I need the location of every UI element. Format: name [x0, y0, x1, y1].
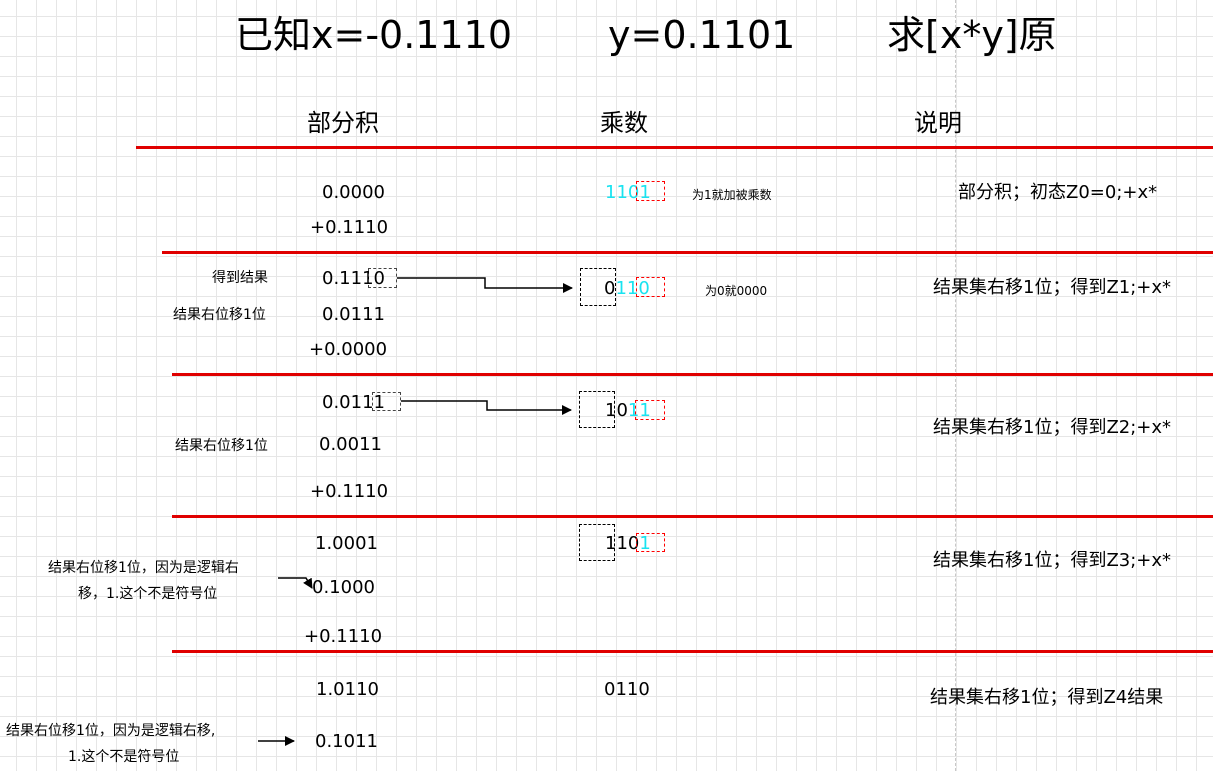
partial-product-value: 0.1000 [312, 577, 375, 598]
pointer-arrow [278, 577, 313, 589]
partial-product-value: 1.0001 [315, 533, 378, 554]
multiplier-digits: 110 [605, 182, 640, 203]
title-known: 已知x=-0.1110 [235, 13, 513, 57]
step-explanation: 结果集右移1位；得到Z1;+x* [933, 277, 1172, 298]
rule-note: 为0就0000 [705, 284, 768, 298]
current-bit-box [636, 181, 665, 201]
side-label: 移，1.这个不是符号位 [78, 586, 218, 602]
step-explanation: 部分积；初态Z0=0;+x* [958, 182, 1158, 203]
multiplier-digits: 0 [616, 400, 628, 421]
multiplier-last-bit: 1 [639, 533, 651, 554]
separator-line [172, 515, 1213, 518]
shift-arrow [397, 277, 573, 293]
shift-arrow [401, 400, 572, 415]
shifted-in-bit-box [580, 268, 616, 306]
multiplier-value: 0110 [604, 679, 650, 700]
header-explanation: 说明 [914, 109, 962, 137]
separator-line [172, 650, 1213, 653]
title-y: y=0.1101 [608, 13, 796, 57]
partial-product-value: +0.1110 [310, 217, 389, 238]
multiplier-value: 1101 [605, 533, 651, 555]
shift-out-bit-box [372, 392, 401, 411]
current-bit-box [636, 533, 665, 552]
shifted-in-bit-box [579, 524, 615, 561]
partial-product-value: 0.0011 [319, 434, 382, 455]
partial-product-value: 1.0110 [316, 679, 379, 700]
title-goal: 求[x*y]原 [887, 13, 1057, 57]
partial-product-value: +0.0000 [309, 339, 388, 360]
multiplier-value: 0110 [604, 278, 650, 300]
partial-product-value: 0.0111 [322, 304, 385, 325]
partial-product-value: 0.0000 [322, 182, 385, 203]
multiplier-digits: 11 [627, 400, 651, 421]
side-label: 结果右位移1位 [175, 438, 268, 454]
header-partial-product: 部分积 [307, 109, 379, 137]
partial-product-value: +0.1110 [310, 481, 389, 502]
multiplier-value: 1101 [605, 182, 651, 204]
side-label: 结果右位移1位，因为是逻辑右移, [6, 723, 216, 739]
rule-note: 为1就加被乘数 [692, 188, 772, 202]
shift-out-bit-box [368, 268, 397, 288]
side-label: 结果右位移1位 [173, 307, 266, 323]
separator-line [172, 373, 1213, 376]
side-label: 1.这个不是符号位 [68, 749, 180, 765]
side-label: 得到结果 [212, 270, 268, 286]
partial-product-value: 0.1011 [315, 731, 378, 752]
current-bit-box [636, 277, 665, 297]
multiplier-new-bit: 1 [605, 400, 617, 421]
multiplier-last-bit: 1 [639, 182, 651, 203]
partial-product-value: 0.0111 [322, 392, 385, 413]
shifted-in-bit-box [579, 391, 615, 428]
current-bit-box [635, 400, 665, 420]
guide-line [955, 0, 956, 771]
partial-product-value: 0.1110 [322, 268, 385, 289]
multiplier-value: 1011 [605, 400, 651, 422]
step-explanation: 结果集右移1位；得到Z3;+x* [933, 550, 1172, 571]
multiplier-digits: 110 [615, 278, 650, 299]
partial-product-value: +0.1110 [304, 626, 383, 647]
step-explanation: 结果集右移1位；得到Z4结果 [930, 687, 1164, 708]
separator-line [136, 146, 1213, 149]
separator-line [162, 251, 1213, 254]
side-label: 结果右位移1位，因为是逻辑右 [48, 560, 239, 576]
step-explanation: 结果集右移1位；得到Z2;+x* [933, 417, 1172, 438]
multiplier-digits: 110 [605, 533, 640, 554]
header-multiplier: 乘数 [600, 109, 648, 137]
multiplier-new-bit: 0 [604, 278, 616, 299]
